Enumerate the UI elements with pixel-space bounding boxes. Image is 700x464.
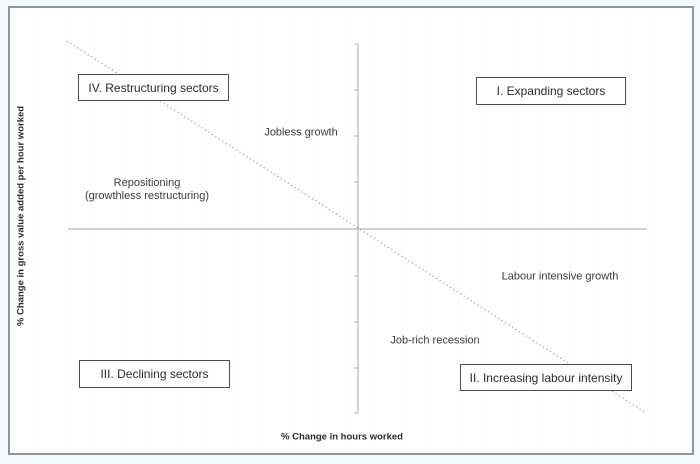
quadrant-box-label: III. Declining sectors	[100, 367, 209, 381]
axes-and-diagonal-plot	[66, 40, 647, 414]
annotation-labour-intensive-growth: Labour intensive growth	[501, 270, 619, 283]
quadrant-box-label: II. Increasing labour intensity	[469, 370, 623, 385]
annotation-job-rich-recession: Job-rich recession	[390, 334, 480, 347]
x-axis-label: % Change in hours worked	[281, 431, 403, 443]
quadrant-box-label: I. Expanding sectors	[496, 84, 606, 98]
quadrant-box-restructuring-sectors: IV. Restructuring sectors	[78, 74, 229, 101]
quadrant-box-label: IV. Restructuring sectors	[88, 80, 219, 95]
quadrant-box-expanding-sectors: I. Expanding sectors	[476, 77, 626, 105]
y-axis-label: % Change in gross value added per hour w…	[15, 105, 27, 327]
annotation-repositioning-line1: Repositioning	[113, 177, 181, 189]
annotation-repositioning-line2: (growthless restructuring)	[84, 190, 210, 202]
annotation-jobless-growth: Jobless growth	[264, 126, 338, 139]
quadrant-box-increasing-labour-intensity: II. Increasing labour intensity	[460, 364, 632, 391]
annotation-repositioning: Repositioning (growthless restructuring)	[85, 177, 209, 203]
y-axis-ticks	[354, 43, 358, 414]
diagram-frame: IV. Restructuring sectors I. Expanding s…	[8, 6, 694, 455]
quadrant-box-declining-sectors: III. Declining sectors	[79, 360, 230, 388]
